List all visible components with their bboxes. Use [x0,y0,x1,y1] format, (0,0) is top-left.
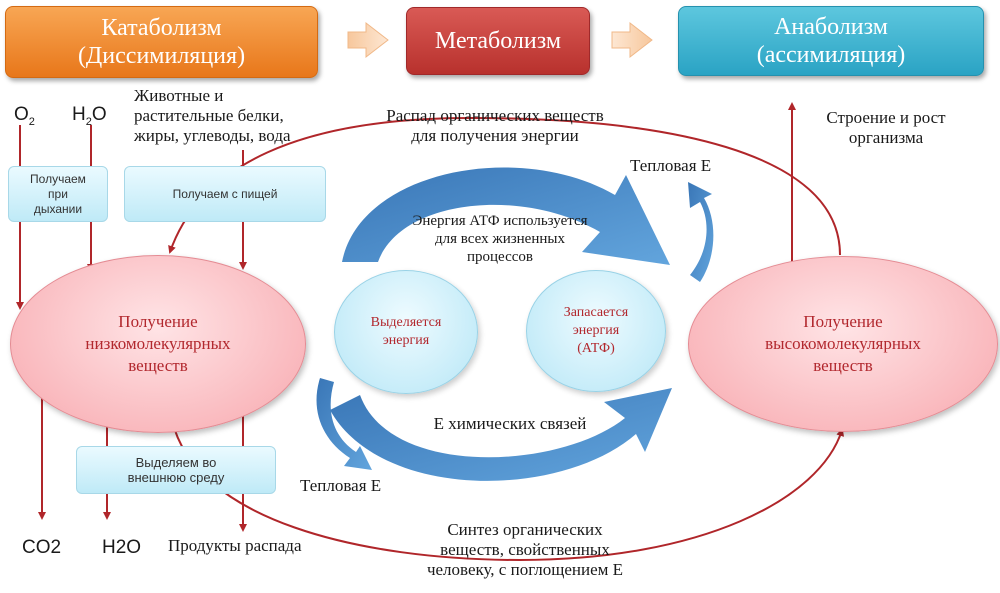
breathing-box: Получаем при дыхании [8,166,108,222]
catabolism-subtitle: (Диссимиляция) [77,43,246,69]
header-arrow-right [611,21,653,59]
blue-arrow-heat-top [688,182,714,282]
red-arc-bottom [171,419,845,562]
atp-usage-text: Энергия АТФ используется для всех жизнен… [412,213,588,265]
ellipse-energy-release: Выделяется энергия [334,270,478,394]
o2-label: O2 [14,104,35,128]
blue-arrow-top [342,167,670,265]
ellipse-energy-store: Запасается энергия (АТФ) [526,270,666,392]
food-label: Животные и растительные белки, жиры, угл… [134,86,291,145]
co2-output-label: CO2 [22,537,62,558]
blue-arrow-bottom [330,388,672,481]
header-catabolism: Катаболизм (Диссимиляция) [5,6,318,78]
h2o-in-label: H2O [72,104,107,128]
heat-top-label: Тепловая Е [630,156,712,175]
metabolism-title: Метаболизм [434,28,562,54]
products-label: Продукты распада [168,536,302,555]
catabolism-title: Катаболизм [101,15,222,41]
chem-bonds-label: Е химических связей [433,414,587,433]
heat-bottom-label: Тепловая Е [300,476,382,495]
ellipse-low-molecular: Получение низкомолекулярных веществ [10,255,306,433]
ellipse-high-molecular: Получение высокомолекулярных веществ [688,256,998,432]
food-box: Получаем с пищей [124,166,326,222]
header-metabolism: Метаболизм [406,7,590,75]
synthesis-text: Синтез органических веществ, свойственны… [426,520,624,579]
excrete-box: Выделяем во внешнюю среду [76,446,276,494]
anabolism-subtitle: (ассимиляция) [756,42,906,68]
anabolism-title: Анаболизм [774,14,888,40]
decomposition-text: Распад органических веществ для получени… [386,106,604,145]
growth-text: Строение и рост организма [826,108,946,147]
h2o-output-label: H2O [102,537,142,558]
blue-arrow-heat-bottom [316,378,372,470]
header-arrow-left [347,21,389,59]
header-anabolism: Анаболизм (ассимиляция) [678,6,984,76]
